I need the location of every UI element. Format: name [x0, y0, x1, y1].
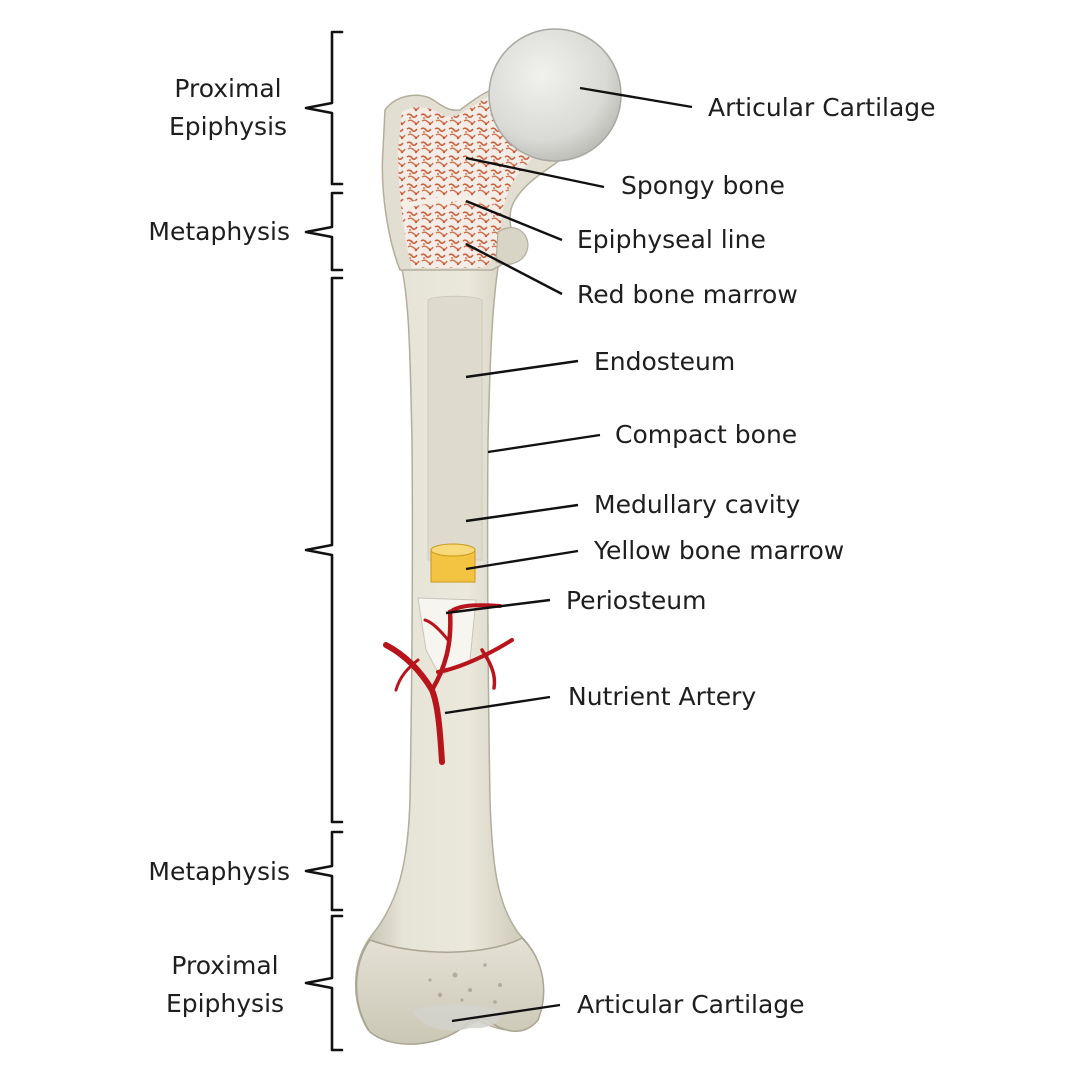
compact-bone-shaft — [354, 149, 544, 1042]
leader-articular-cartilage-bottom — [451, 1003, 561, 1023]
label-endosteum: Endosteum — [594, 347, 735, 376]
leader-compact-bone — [487, 433, 601, 454]
region-label-metaphysis-top: Metaphysis — [148, 217, 290, 246]
label-periosteum: Periosteum — [566, 586, 707, 615]
leader-yellow-bone-marrow — [465, 549, 579, 571]
region-braces — [304, 30, 344, 1052]
region-labels: Proximal Epiphysis Metaphysis Metaphysis… — [148, 74, 290, 1018]
leader-medullary-cavity — [465, 503, 579, 523]
label-articular-cartilage-top: Articular Cartilage — [708, 93, 936, 122]
brace-diaphysis — [304, 276, 344, 824]
femur-illustration — [354, 28, 622, 1045]
epiphyseal-line-mark — [401, 196, 496, 209]
leader-red-bone-marrow — [465, 242, 563, 296]
label-articular-cartilage-bottom: Articular Cartilage — [577, 990, 805, 1019]
label-compact-bone: Compact bone — [615, 420, 797, 449]
leader-nutrient-artery — [444, 695, 551, 715]
region-label-proximal-epiphysis-bottom-line2: Epiphysis — [166, 989, 284, 1018]
distal-articular-cartilage — [412, 1004, 501, 1031]
medullary-cavity-window — [427, 295, 483, 561]
label-epiphyseal-line: Epiphyseal line — [577, 225, 766, 254]
bone-surface-texture — [428, 963, 502, 1004]
label-nutrient-artery: Nutrient Artery — [568, 682, 756, 711]
brace-proximal-epiphysis-top — [304, 30, 344, 186]
leader-periosteum — [445, 598, 551, 615]
brace-metaphysis-bottom — [304, 830, 344, 912]
label-spongy-bone: Spongy bone — [621, 171, 785, 200]
nutrient-artery-vessels — [383, 603, 514, 765]
region-label-proximal-epiphysis-bottom-line1: Proximal — [171, 951, 278, 980]
label-red-bone-marrow: Red bone marrow — [577, 280, 798, 309]
leader-spongy-bone — [465, 156, 605, 189]
femoral-head-cartilage — [488, 28, 622, 162]
lesser-trochanter — [495, 227, 529, 265]
leader-articular-cartilage-top — [579, 86, 693, 109]
region-label-metaphysis-bottom: Metaphysis — [148, 857, 290, 886]
label-yellow-bone-marrow: Yellow bone marrow — [593, 536, 844, 565]
label-medullary-cavity: Medullary cavity — [594, 490, 801, 519]
structure-labels: Articular Cartilage Spongy bone Epiphyse… — [566, 93, 936, 1019]
region-label-proximal-epiphysis-top-line1: Proximal — [174, 74, 281, 103]
region-label-proximal-epiphysis-top-line2: Epiphysis — [169, 112, 287, 141]
leader-epiphyseal-line — [465, 199, 563, 242]
leader-endosteum — [465, 359, 579, 379]
yellow-bone-marrow-block — [430, 543, 476, 583]
brace-metaphysis-top — [304, 191, 344, 272]
brace-proximal-epiphysis-bottom — [304, 914, 344, 1052]
leader-lines — [444, 86, 693, 1023]
